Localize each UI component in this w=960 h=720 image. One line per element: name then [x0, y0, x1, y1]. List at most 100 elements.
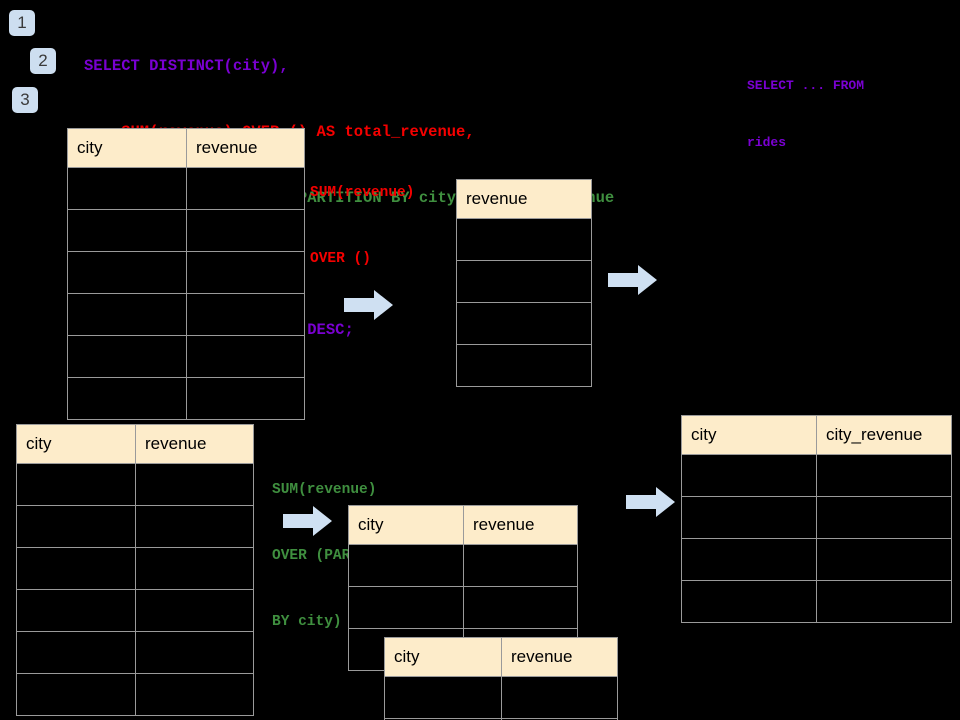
- cell-revenue: [501, 676, 618, 719]
- table-total-revenue: revenue: [456, 179, 592, 387]
- side-note-select-from-rides: SELECT ... FROM rides: [747, 38, 864, 190]
- cell-revenue: [135, 505, 254, 548]
- cell-city: [16, 589, 136, 632]
- cell-city: [16, 631, 136, 674]
- cell-revenue: [135, 589, 254, 632]
- table-final-result: city city_revenue: [681, 415, 952, 623]
- table-row: [67, 377, 305, 420]
- table-row: [681, 454, 952, 497]
- cell-city: [67, 293, 187, 336]
- cell-revenue: [135, 547, 254, 590]
- column-header-city: city: [67, 128, 187, 168]
- arrow-partition-to-result: [626, 486, 676, 518]
- table-header-row: city city_revenue: [681, 415, 952, 455]
- arrow-rides-to-total-revenue: [344, 289, 394, 321]
- cell-revenue: [135, 631, 254, 674]
- step-badge-2: 2: [30, 48, 56, 74]
- table-header-row: city revenue: [16, 424, 254, 464]
- table-row: [67, 251, 305, 294]
- cell-city: [681, 454, 817, 497]
- cell-city: [67, 251, 187, 294]
- annotation-city-revenue-line-1: SUM(revenue): [272, 482, 377, 498]
- cell-city-revenue: [816, 538, 952, 581]
- table-header-row: city revenue: [384, 637, 618, 677]
- cell-revenue: [456, 344, 592, 387]
- table-row: [456, 260, 592, 303]
- cell-city: [681, 580, 817, 623]
- cell-city: [67, 209, 187, 252]
- cell-revenue: [456, 302, 592, 345]
- cell-city: [67, 167, 187, 210]
- cell-city-revenue: [816, 454, 952, 497]
- cell-revenue: [186, 377, 305, 420]
- cell-city: [16, 547, 136, 590]
- table-row: [384, 676, 618, 719]
- table-header-row: revenue: [456, 179, 592, 219]
- column-header-revenue: revenue: [186, 128, 305, 168]
- table-row: [16, 547, 254, 590]
- table-row: [16, 463, 254, 506]
- cell-city: [348, 586, 464, 629]
- cell-revenue: [135, 673, 254, 716]
- table-row: [681, 580, 952, 623]
- column-header-revenue: revenue: [501, 637, 618, 677]
- side-note-line-2: rides: [747, 135, 787, 150]
- cell-city-revenue: [816, 496, 952, 539]
- step-badge-1: 1: [9, 10, 35, 36]
- table-row: [16, 589, 254, 632]
- cell-revenue: [135, 463, 254, 506]
- table-row: [681, 538, 952, 581]
- table-row: [16, 631, 254, 674]
- cell-city-revenue: [816, 580, 952, 623]
- column-header-revenue: revenue: [463, 505, 578, 545]
- sql-line-select: SELECT DISTINCT(city),: [84, 57, 289, 75]
- column-header-revenue: revenue: [135, 424, 254, 464]
- column-header-city-revenue: city_revenue: [816, 415, 952, 455]
- cell-revenue: [186, 167, 305, 210]
- cell-revenue: [501, 718, 618, 720]
- cell-city: [681, 538, 817, 581]
- cell-city: [67, 335, 187, 378]
- cell-city: [16, 505, 136, 548]
- table-row: [67, 167, 305, 210]
- table-row: [384, 718, 618, 720]
- table-row: [67, 335, 305, 378]
- column-header-revenue: revenue: [456, 179, 592, 219]
- cell-city: [681, 496, 817, 539]
- table-partition-group-front: city revenue: [384, 637, 618, 720]
- cell-revenue: [186, 209, 305, 252]
- table-row: [16, 673, 254, 716]
- cell-revenue: [186, 335, 305, 378]
- table-rides-bottom: city revenue: [16, 424, 254, 716]
- table-row: [456, 302, 592, 345]
- annotation-total-revenue: SUM(revenue) OVER (): [310, 138, 414, 314]
- cell-revenue: [186, 293, 305, 336]
- cell-city: [16, 463, 136, 506]
- table-row: [456, 344, 592, 387]
- cell-city: [67, 377, 187, 420]
- table-header-row: city revenue: [67, 128, 305, 168]
- annotation-city-revenue-line-3: BY city): [272, 614, 342, 630]
- cell-revenue: [456, 260, 592, 303]
- table-rides-top: city revenue: [67, 128, 305, 420]
- table-header-row: city revenue: [348, 505, 578, 545]
- column-header-city: city: [348, 505, 464, 545]
- table-row: [67, 293, 305, 336]
- cell-revenue: [456, 218, 592, 261]
- column-header-city: city: [384, 637, 502, 677]
- cell-revenue: [463, 586, 578, 629]
- cell-city: [16, 673, 136, 716]
- cell-city: [384, 676, 502, 719]
- table-row: [16, 505, 254, 548]
- table-row: [456, 218, 592, 261]
- table-row: [348, 544, 578, 587]
- step-badge-3: 3: [12, 87, 38, 113]
- cell-city: [348, 544, 464, 587]
- annotation-total-revenue-line-2: OVER (): [310, 251, 371, 267]
- table-row: [681, 496, 952, 539]
- side-note-line-1: SELECT ... FROM: [747, 78, 865, 93]
- arrow-total-revenue-to-result: [608, 264, 658, 296]
- table-row: [67, 209, 305, 252]
- cell-revenue: [186, 251, 305, 294]
